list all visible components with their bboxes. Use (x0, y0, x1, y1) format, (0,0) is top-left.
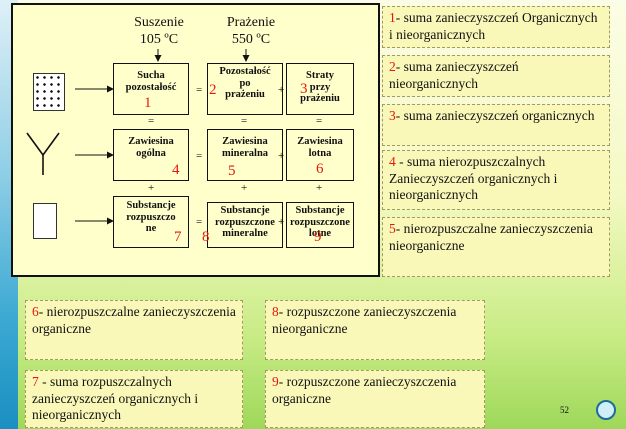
legend-item-3: 3- suma zanieczyszczeń organicznych (382, 104, 610, 146)
node-line: Zawiesina (222, 136, 268, 147)
equals-sign-vertical: = (148, 115, 155, 127)
node-zawiesina-lotna: Zawiesina lotna 6 (286, 129, 354, 181)
number-3: 3 (300, 81, 308, 97)
number-4: 4 (172, 162, 180, 178)
legend-number: 6 (32, 304, 39, 319)
node-substancje-rozpuszczone-mineralne: Substancje rozpuszczone mineralne 8 (202, 202, 283, 248)
node-line: Zawiesina (297, 136, 343, 147)
legend-item-1: 1- suma zanieczyszczeń Organicznych i ni… (382, 6, 610, 48)
number-8: 8 (202, 229, 210, 245)
diagram-panel: Suszenie 105 ºC Prażenie 550 ºC Sucha po… (11, 3, 380, 277)
legend-text: - nierozpuszczalne zanieczyszczenia orga… (32, 304, 236, 336)
page-number: 52 (560, 405, 569, 415)
number-6: 6 (316, 161, 324, 177)
legend-text: - suma zanieczyszczeń Organicznych i nie… (389, 10, 598, 42)
node-line: mineralna (221, 147, 269, 159)
header-suszenie-temp: 105 ºC (139, 32, 179, 47)
blank-sample-icon (33, 203, 57, 239)
node-zawiesina-ogolna: Zawiesina ogólna 4 (113, 129, 189, 181)
legend-text: - rozpuszczone zanieczyszczenia organicz… (272, 374, 457, 406)
node-line: prażeniu (225, 89, 265, 100)
legend-number: 5 (389, 221, 396, 236)
funnel-filter-icon (26, 132, 60, 175)
legend-item-8: 8- rozpuszczone zanieczyszczenia nieorga… (265, 300, 485, 360)
node-line: Straty (306, 70, 334, 81)
legend-item-6: 6- nierozpuszczalne zanieczyszczenia org… (25, 300, 243, 360)
legend-item-5: 5- nierozpuszczalne zanieczyszczenia nie… (382, 217, 610, 277)
legend-text: - suma zanieczyszczeń nieorganicznych (389, 59, 519, 91)
next-slide-circle-icon[interactable] (596, 400, 616, 420)
legend-text: - suma zanieczyszczeń organicznych (395, 108, 595, 123)
node-line: prażeniu (300, 93, 340, 104)
legend-number: 3 (389, 108, 396, 123)
node-line: po (239, 77, 251, 89)
node-zawiesina-mineralna: Zawiesina mineralna 5 (207, 129, 283, 181)
header-prazenie: Prażenie 550 ºC (205, 14, 297, 48)
number-7: 7 (174, 229, 182, 245)
equals-sign-vertical: = (241, 115, 248, 127)
legend-item-9: 9- rozpuszczone zanieczyszczenia organic… (265, 370, 485, 428)
legend-number: 4 (389, 154, 396, 169)
plus-sign: + (278, 150, 285, 162)
equals-sign: = (196, 216, 203, 228)
node-line: ne (145, 223, 157, 234)
node-substancje-rozpuszczone: Substancje rozpuszczo ne 7 (113, 196, 189, 248)
plus-sign: + (278, 84, 285, 96)
number-9: 9 (314, 229, 322, 245)
node-substancje-rozpuszczone-lotne: Substancje rozpuszczone lotne 9 (286, 202, 354, 248)
node-line: rozpuszczone (290, 216, 350, 228)
header-prazenie-temp: 550 ºC (231, 32, 271, 47)
equals-sign-vertical: = (316, 115, 323, 127)
legend-number: 2 (389, 59, 396, 74)
legend-text: - nierozpuszczalne zanieczyszczenia nieo… (389, 221, 593, 253)
node-line: ogólna (136, 147, 166, 159)
node-pozostalosc-po-prazeniu: Pozostałość po prażeniu 2 (207, 63, 283, 115)
number-5: 5 (228, 163, 236, 179)
node-line: rozpuszczo (126, 211, 176, 223)
node-line: Substancje (220, 205, 270, 216)
legend-item-2: 2- suma zanieczyszczeń nieorganicznych (382, 55, 610, 97)
legend-item-4: 4 - suma nierozpuszczalnych Zanieczyszcz… (382, 150, 610, 210)
node-line: mineralne (222, 228, 268, 239)
legend-item-7: 7 - suma rozpuszczalnych zanieczyszczeń … (25, 370, 243, 428)
legend-text: - rozpuszczone zanieczyszczenia nieorgan… (272, 304, 457, 336)
node-sucha-pozostalosc: Sucha pozostałość 1 (113, 63, 189, 115)
node-line: przy (309, 81, 331, 93)
node-line: Substancje (295, 205, 345, 216)
node-line: pozostałość (125, 81, 177, 93)
node-line: Substancje (126, 200, 176, 211)
legend-number: 7 (32, 374, 39, 389)
node-line: lotne (308, 228, 332, 239)
legend-number: 1 (389, 10, 396, 25)
node-line: Pozostałość (219, 66, 271, 77)
header-suszenie: Suszenie 105 ºC (113, 14, 205, 48)
header-suszenie-title: Suszenie (134, 15, 184, 30)
diagram-connectors (75, 49, 250, 225)
number-1: 1 (144, 95, 152, 111)
legend-number: 8 (272, 304, 279, 319)
plus-sign-vertical: + (241, 182, 248, 194)
node-straty-przy-prazeniu: Straty przy prażeniu 3 (286, 63, 354, 115)
node-line: lotna (308, 147, 332, 159)
plus-sign-vertical: + (148, 182, 155, 194)
legend-text: - suma rozpuszczalnych zanieczyszczeń or… (32, 374, 199, 422)
node-line: Sucha (137, 70, 165, 81)
equals-sign: = (196, 84, 203, 96)
dotted-sample-icon (33, 73, 65, 111)
header-prazenie-title: Prażenie (226, 15, 276, 30)
equals-sign: = (196, 150, 203, 162)
node-line: Zawiesina (128, 136, 174, 147)
legend-number: 9 (272, 374, 279, 389)
plus-sign-vertical: + (316, 182, 323, 194)
legend-text: - suma nierozpuszczalnych Zanieczyszczeń… (389, 154, 558, 202)
plus-sign: + (278, 216, 285, 228)
number-2: 2 (209, 82, 217, 98)
node-line: rozpuszczone (215, 216, 275, 228)
